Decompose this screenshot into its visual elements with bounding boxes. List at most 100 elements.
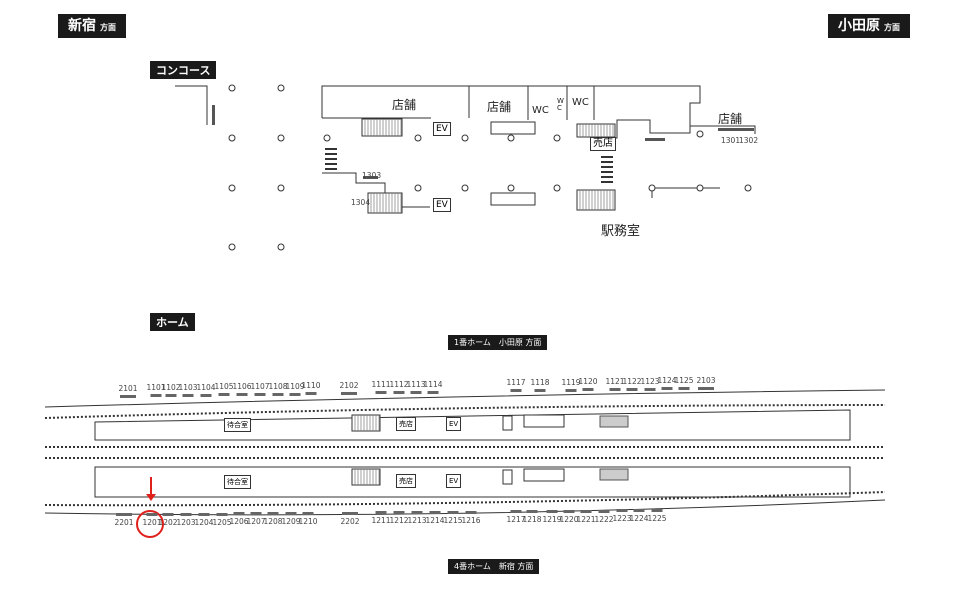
pillar: [228, 134, 236, 142]
platform1-label: 1番ホーム 小田原 方面: [448, 335, 548, 350]
car-stop-number: 1101: [146, 383, 166, 393]
car-stop-marker: [411, 511, 423, 515]
direction-name: 新宿: [68, 18, 96, 34]
car-stop-number: 2101: [118, 383, 138, 393]
pillar: [507, 184, 515, 192]
car-stop-number: 1205: [212, 517, 232, 527]
car-stop-marker: [393, 511, 405, 515]
car-stop-marker: [609, 388, 621, 392]
car-stop-number: 1122: [622, 376, 642, 386]
car-stop-marker: [146, 513, 158, 517]
stairs: [576, 189, 616, 211]
car-stop-marker: [678, 387, 690, 391]
car-stop-marker: [218, 393, 230, 397]
track-dotted: [44, 404, 886, 419]
car-stop-number: 1216: [461, 515, 481, 525]
pillar: [414, 184, 422, 192]
car-stop-marker: [616, 509, 628, 513]
step-marker: [325, 153, 337, 155]
car-stop-number: 1123: [640, 376, 660, 386]
car-stop-number: 1215: [443, 515, 463, 525]
car-stop-number: 1103: [178, 382, 198, 392]
car-stop-number: 1214: [425, 515, 445, 525]
section-platform: ホーム: [150, 313, 195, 331]
car-stop-marker: [302, 511, 314, 515]
car-stop-marker: [526, 510, 538, 514]
stop-marker: [212, 105, 215, 125]
car-stop-number: 1105: [214, 382, 234, 392]
pillar: [228, 184, 236, 192]
car-stop-number: 1106: [232, 382, 252, 392]
car-stop-marker: [200, 393, 212, 397]
car-stop-marker: [582, 388, 594, 392]
car-stop-number: 1220: [559, 514, 579, 524]
wall: [175, 85, 208, 125]
info-icon: [502, 469, 513, 485]
car-stop-number: 1213: [407, 516, 427, 526]
car-stop-number: 1225: [647, 514, 667, 524]
car-stop-number: 1222: [594, 514, 614, 524]
car-stop-marker: [305, 392, 317, 396]
car-stop-number: 1203: [176, 517, 196, 527]
car-stop-marker: [236, 393, 248, 397]
platform-4: [94, 466, 851, 498]
direction-odawara: 小田原方面: [828, 14, 910, 38]
car-stop-marker: [250, 512, 262, 516]
car-stop-marker: [410, 390, 422, 394]
car-stop-marker: [447, 510, 459, 514]
pillar: [461, 184, 469, 192]
car-stop-marker: [633, 509, 645, 513]
direction-shinjuku: 新宿方面: [58, 14, 126, 38]
car-stop-number: 1121: [605, 377, 625, 387]
pillar: [277, 134, 285, 142]
car-stop-number: 1102: [161, 383, 181, 393]
car-stop-number: 1217: [506, 515, 526, 525]
step-marker: [325, 158, 337, 160]
car-stop-number: 1202: [158, 518, 178, 528]
shop-label: 店舗: [487, 100, 512, 114]
car-stop-number: 1204: [194, 517, 214, 527]
car-stop-marker: [165, 394, 177, 398]
car-stop-number: 1114: [423, 379, 443, 389]
stop-number: 1302: [739, 136, 759, 145]
car-stop-marker: [116, 513, 132, 517]
wc-label: WC: [572, 97, 589, 108]
car-stop-marker: [216, 512, 228, 516]
car-stop-number: 1118: [530, 378, 550, 388]
pillar: [228, 84, 236, 92]
pillar: [507, 134, 515, 142]
stop-marker: [718, 128, 754, 131]
car-stop-number: 1109: [285, 381, 305, 391]
direction-name: 小田原: [838, 18, 880, 34]
car-stop-number: 1119: [561, 377, 581, 387]
car-stop-marker: [534, 389, 546, 393]
car-stop-number: 1112: [389, 380, 409, 390]
step-marker: [601, 156, 613, 158]
wc-label: W C: [557, 97, 564, 112]
car-stop-number: 1125: [674, 376, 694, 386]
car-stop-number: 1211: [371, 516, 391, 526]
escalator: [490, 121, 536, 135]
section-concourse: コンコース: [150, 61, 217, 79]
car-stop-marker: [546, 509, 558, 513]
car-stop-number: 1206: [229, 517, 249, 527]
pillar: [277, 243, 285, 251]
waiting-room: 待合室: [224, 418, 251, 432]
car-stop-number: 1210: [298, 516, 318, 526]
info-icon: [502, 415, 513, 431]
car-stop-number: 1113: [406, 379, 426, 389]
elevator: EV: [433, 122, 451, 136]
car-stop-number: 1201: [142, 518, 162, 528]
pillar: [744, 184, 752, 192]
elevator: EV: [446, 474, 462, 488]
car-stop-marker: [510, 510, 522, 514]
pillar: [696, 184, 704, 192]
step-marker: [325, 163, 337, 165]
station-office-label: 駅務室: [601, 224, 641, 239]
car-stop-marker: [565, 388, 577, 392]
car-stop-number: 2103: [696, 375, 716, 385]
direction-suffix: 方面: [884, 23, 900, 32]
step-marker: [601, 171, 613, 173]
car-stop-number: 1218: [522, 515, 542, 525]
